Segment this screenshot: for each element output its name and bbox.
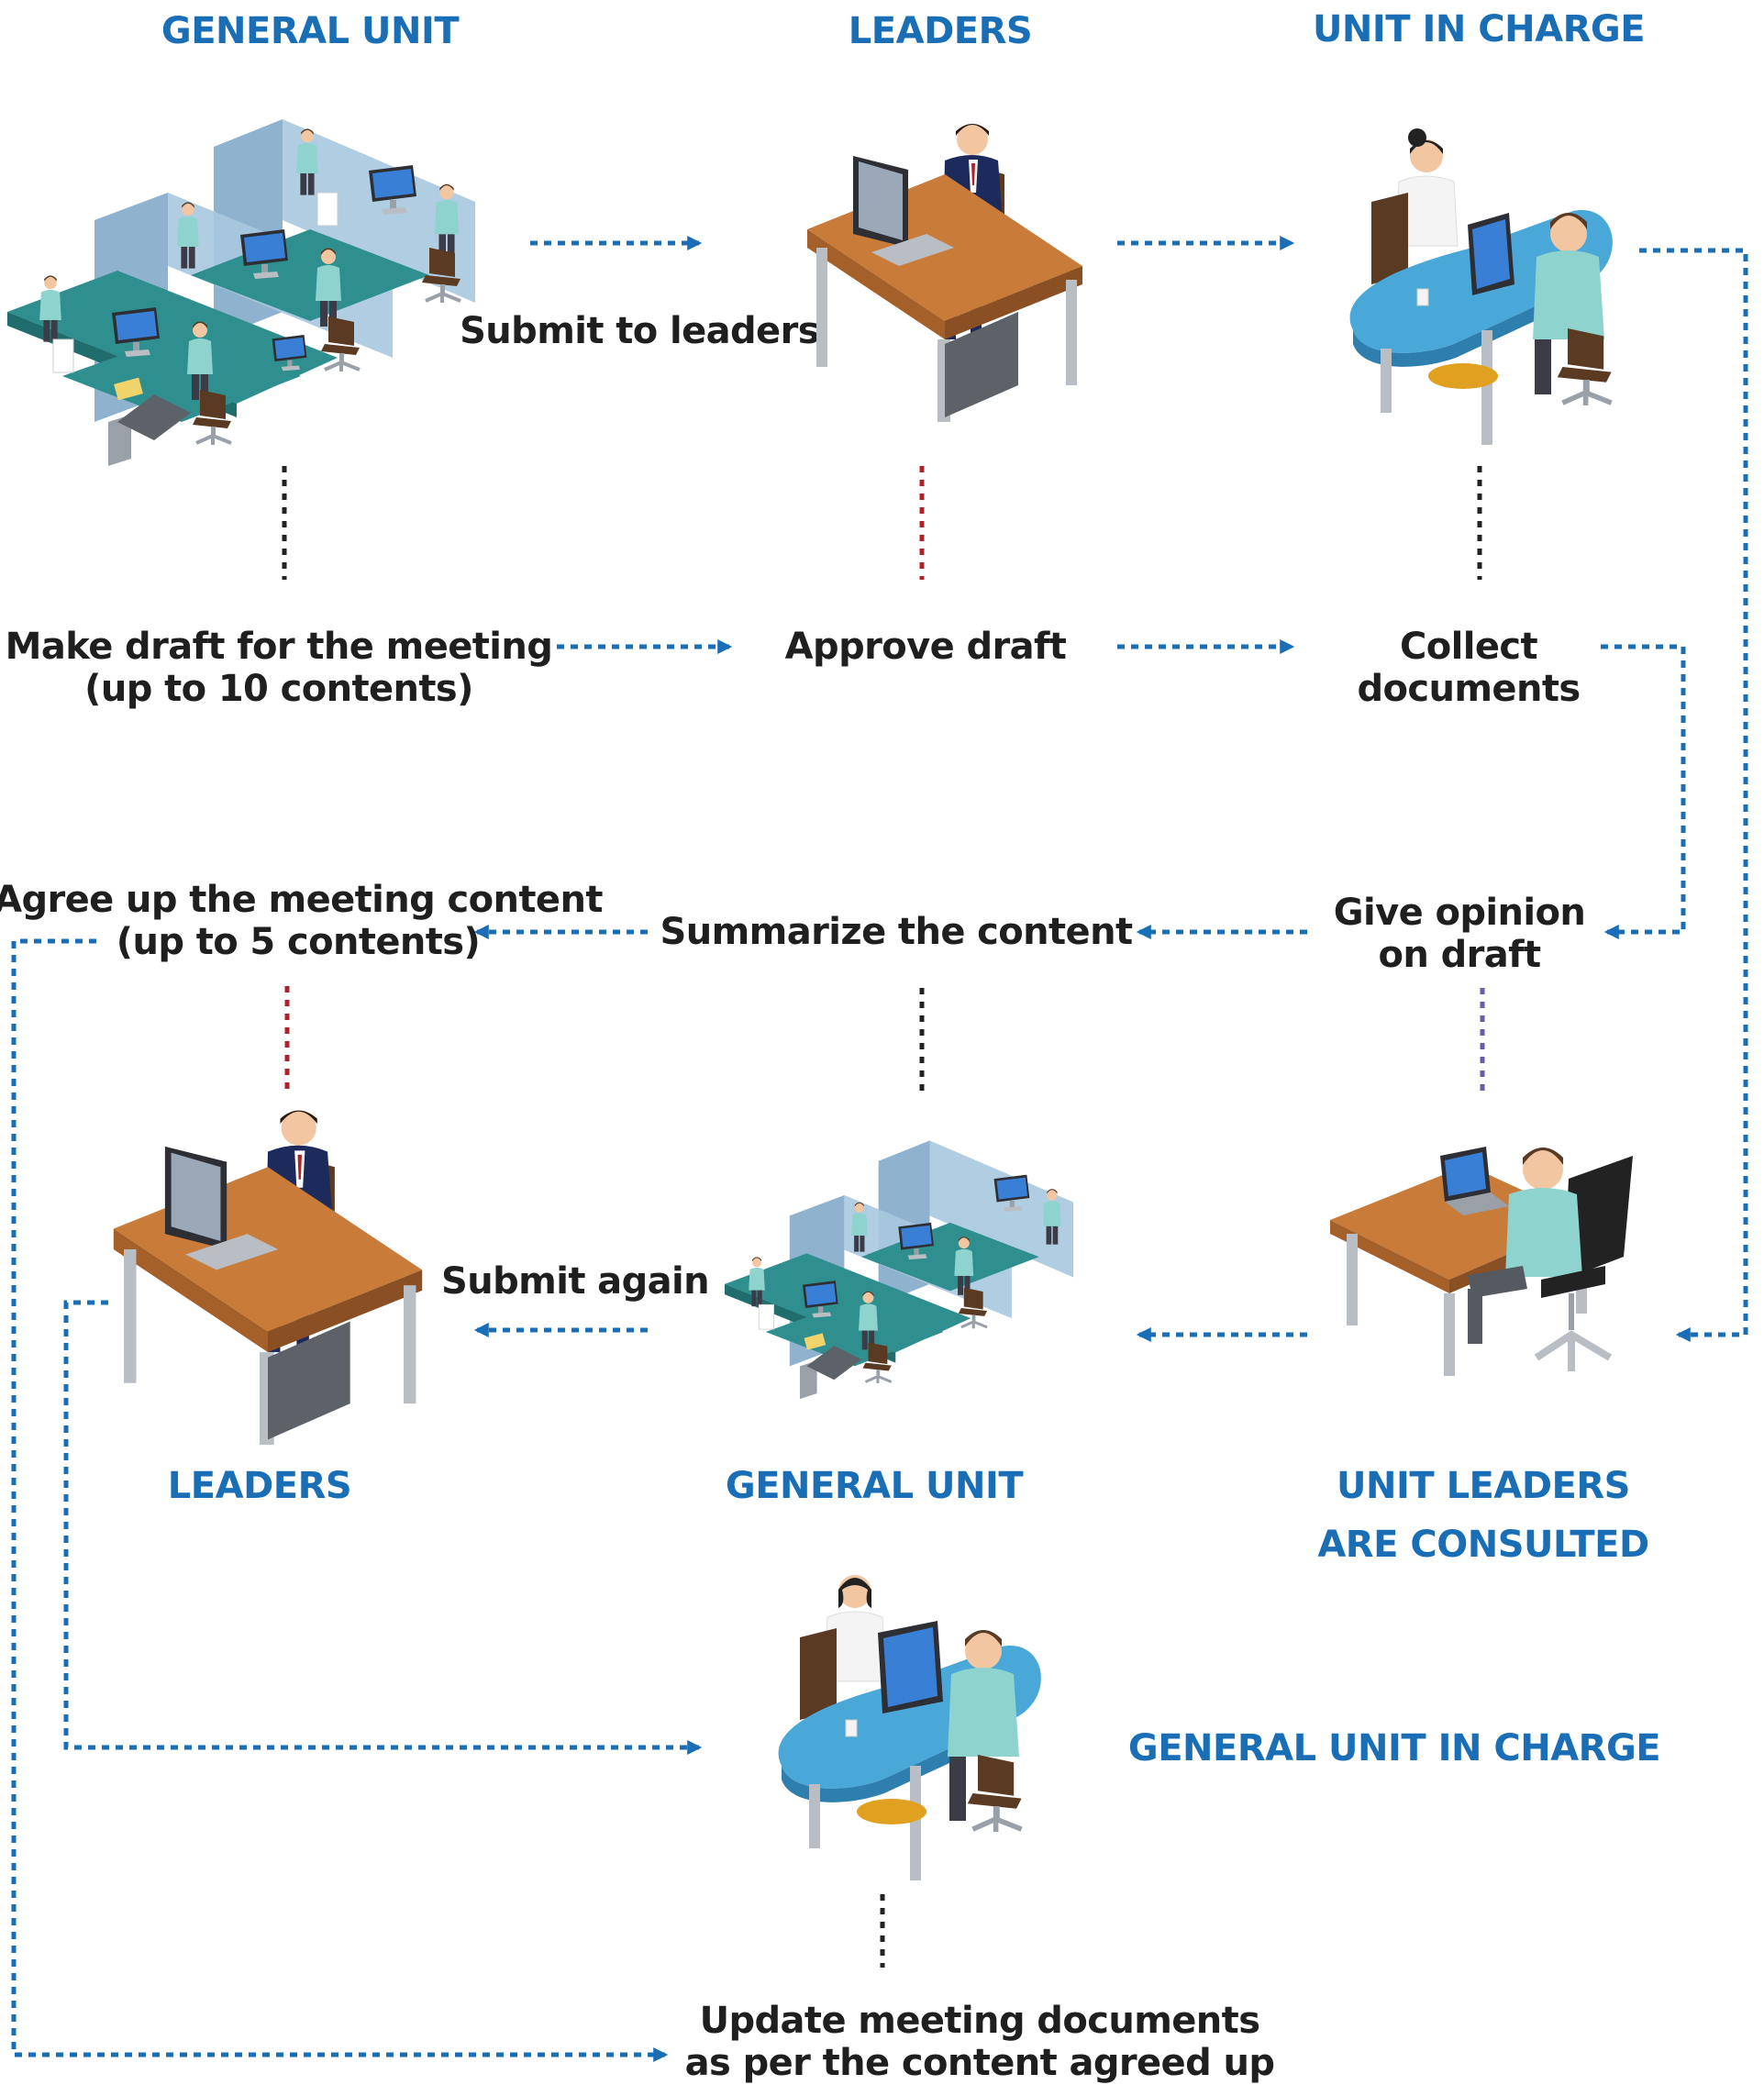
meeting-table-icon bbox=[778, 1575, 1041, 1880]
step-collect-documents: Collect documents bbox=[1357, 626, 1581, 710]
step-approve-draft: Approve draft bbox=[784, 626, 1067, 668]
header-unit-leaders-consulted: UNIT LEADERS ARE CONSULTED bbox=[1317, 1457, 1649, 1574]
arrow-leaders-to-general-in-charge bbox=[63, 1300, 703, 1756]
step-collect-line2: documents bbox=[1357, 668, 1581, 710]
laptop-desk-icon bbox=[1330, 1147, 1633, 1376]
header-unit-in-charge: UNIT IN CHARGE bbox=[1312, 8, 1646, 50]
leader-desk-icon bbox=[113, 1110, 423, 1445]
step-agree-content: Agree up the meeting content (up to 5 co… bbox=[0, 879, 603, 963]
header-leaders-top: LEADERS bbox=[848, 10, 1033, 52]
header-unit-leaders-line1: UNIT LEADERS bbox=[1337, 1465, 1630, 1507]
leader-desk-icon bbox=[807, 124, 1082, 422]
step-give-opinion-line1: Give opinion bbox=[1333, 892, 1586, 934]
office-cubicles-icon bbox=[725, 1140, 1073, 1400]
meeting-table-icon bbox=[1349, 128, 1619, 445]
step-update-documents: Update meeting documents as per the cont… bbox=[685, 2000, 1275, 2084]
step-agree-line1: Agree up the meeting content bbox=[0, 879, 603, 921]
header-general-unit-top: GENERAL UNIT bbox=[161, 10, 460, 52]
header-leaders-bottom: LEADERS bbox=[167, 1465, 352, 1507]
arrow-agree-to-update bbox=[11, 938, 669, 2063]
office-cubicles-icon bbox=[7, 119, 475, 466]
step-give-opinion: Give opinion on draft bbox=[1333, 892, 1586, 976]
step-summarize: Summarize the content bbox=[660, 911, 1134, 953]
step-submit-again: Submit again bbox=[441, 1260, 710, 1303]
step-make-draft-line1: Make draft for the meeting bbox=[5, 626, 553, 668]
arrow-unit-to-consulted bbox=[1639, 248, 1748, 1343]
step-make-draft: Make draft for the meeting (up to 10 con… bbox=[6, 626, 553, 710]
header-general-unit-in-charge: GENERAL UNIT IN CHARGE bbox=[1127, 1727, 1661, 1769]
step-submit-to-leaders: Submit to leaders bbox=[460, 310, 819, 352]
header-general-unit-bottom: GENERAL UNIT bbox=[725, 1465, 1024, 1507]
step-make-draft-line2: (up to 10 contents) bbox=[84, 668, 473, 710]
step-give-opinion-line2: on draft bbox=[1378, 934, 1542, 976]
step-update-line1: Update meeting documents bbox=[699, 2000, 1260, 2042]
header-unit-leaders-line2: ARE CONSULTED bbox=[1317, 1524, 1649, 1566]
step-agree-line2: (up to 5 contents) bbox=[116, 921, 481, 963]
arrow-collect-to-opinion bbox=[1601, 644, 1686, 940]
step-update-line2: as per the content agreed up bbox=[684, 2042, 1275, 2084]
step-collect-line1: Collect bbox=[1399, 626, 1538, 668]
